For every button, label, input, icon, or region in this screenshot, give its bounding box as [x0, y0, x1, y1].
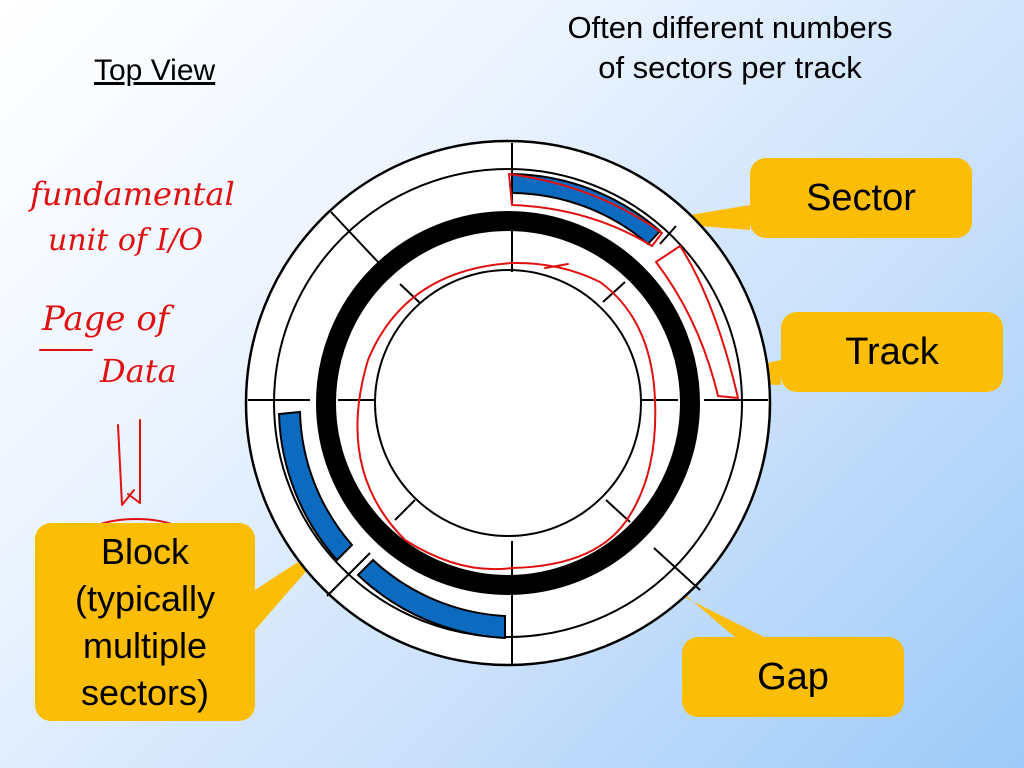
spindle-hub	[374, 269, 642, 537]
block-sector-left	[277, 410, 354, 562]
track-callout: Track	[781, 312, 1003, 392]
track-ring	[316, 211, 700, 595]
note-fundamental: fundamental	[28, 175, 235, 213]
block-callout-line-3: multiple	[82, 625, 208, 666]
handwritten-annotations	[39, 173, 739, 580]
sector-callout: Sector	[750, 158, 972, 238]
note-unit-of-io: unit of I/O	[48, 223, 203, 258]
down-arrow-ink	[117, 419, 141, 506]
subtitle: Often different numbers of sectors per t…	[530, 8, 930, 88]
block-callout-line-4: sectors)	[80, 672, 210, 713]
subtitle-line-2: of sectors per track	[598, 50, 862, 85]
divider-upper-right-inner	[602, 281, 626, 303]
note-data: Data	[99, 352, 177, 390]
divider-upper-right-outer	[659, 225, 677, 245]
block-callout-line-1: Block	[100, 531, 190, 572]
note-page-of: Page of	[41, 299, 175, 339]
divider-lower-right-inner	[605, 499, 631, 523]
track-segment-ink	[655, 245, 739, 399]
divider-lower-left-inner	[394, 499, 416, 521]
block-callout-line-2: (typically	[74, 578, 216, 619]
subtitle-line-1: Often different numbers	[567, 10, 893, 45]
gap-callout: Gap	[682, 637, 904, 717]
block-callout: Block (typically multiple sectors)	[35, 523, 255, 721]
divider-upper-left-outer	[330, 211, 379, 263]
sector-outline-ink	[508, 173, 663, 247]
block-sector-bottom	[356, 558, 506, 640]
divider-upper-left-inner	[399, 283, 421, 304]
inner-track-ink	[356, 261, 657, 571]
divider-lower-left-outer	[326, 552, 371, 597]
gap-divider	[653, 547, 701, 591]
slide-title: Top View	[94, 54, 216, 87]
gap-callout-pointer	[682, 592, 770, 650]
handwritten-notes: fundamental unit of I/O Page of Data	[28, 175, 235, 390]
outer-track-boundary	[273, 168, 743, 638]
